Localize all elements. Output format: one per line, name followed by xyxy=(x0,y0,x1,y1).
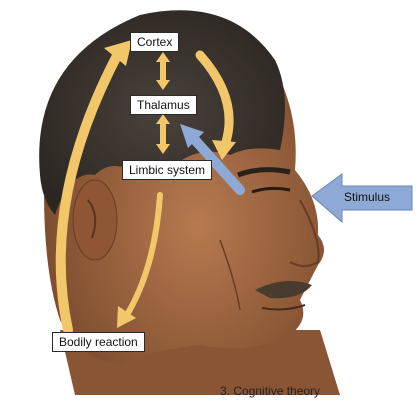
label-bodily-reaction: Bodily reaction xyxy=(52,332,145,352)
label-stimulus: Stimulus xyxy=(344,190,390,204)
caption: 3. Cognitive theory xyxy=(220,384,320,398)
label-limbic-system: Limbic system xyxy=(122,160,212,180)
label-cortex: Cortex xyxy=(130,32,179,52)
label-thalamus: Thalamus xyxy=(130,95,197,115)
